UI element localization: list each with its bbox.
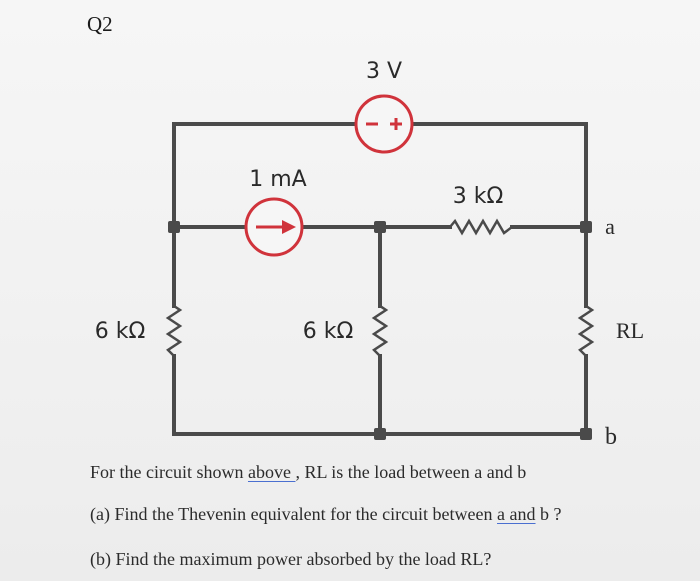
resistor-middle-label: 6 kΩ [303,319,354,344]
question-a-pre: (a) Find the Thevenin equivalent for the… [90,504,498,524]
question-number: Q2 [87,12,113,36]
voltage-source-symbol [354,94,414,154]
resistor-left-label: 6 kΩ [95,319,146,344]
current-source-symbol [244,197,304,257]
circuit-wires [172,122,588,436]
problem-statement-pre: For the circuit shown [90,462,248,482]
resistor-load-label: RL [616,318,644,343]
node-bottom-middle [374,428,386,440]
resistor-load-symbol [577,304,595,357]
question-b: (b) Find the maximum power absorbed by t… [90,549,492,569]
question-a-underlined: a and [497,504,536,524]
voltage-source-label: 3 V [366,59,402,84]
circuit-nodes [168,221,592,440]
terminal-a-label: a [605,214,615,239]
terminal-a-node [580,221,592,233]
question-a-post: b ? [535,504,562,524]
resistor-middle-symbol [371,304,389,357]
node-left [168,221,180,233]
circuit-diagram: 3 V 1 mA 3 kΩ 6 kΩ 6 kΩ RL a b [95,59,644,450]
terminal-b-label: b [605,424,617,450]
resistor-left-symbol [165,304,183,357]
resistor-series-symbol [449,218,513,236]
problem-statement: For the circuit shown above , RL is the … [90,462,526,483]
terminal-b-node [580,428,592,440]
resistor-series-label: 3 kΩ [453,184,504,209]
node-middle [374,221,386,233]
problem-statement-underlined: above [247,462,296,482]
current-source-label: 1 mA [249,167,306,192]
question-a: (a) Find the Thevenin equivalent for the… [90,504,562,525]
problem-statement-post: , RL is the load between a and b [295,462,527,482]
